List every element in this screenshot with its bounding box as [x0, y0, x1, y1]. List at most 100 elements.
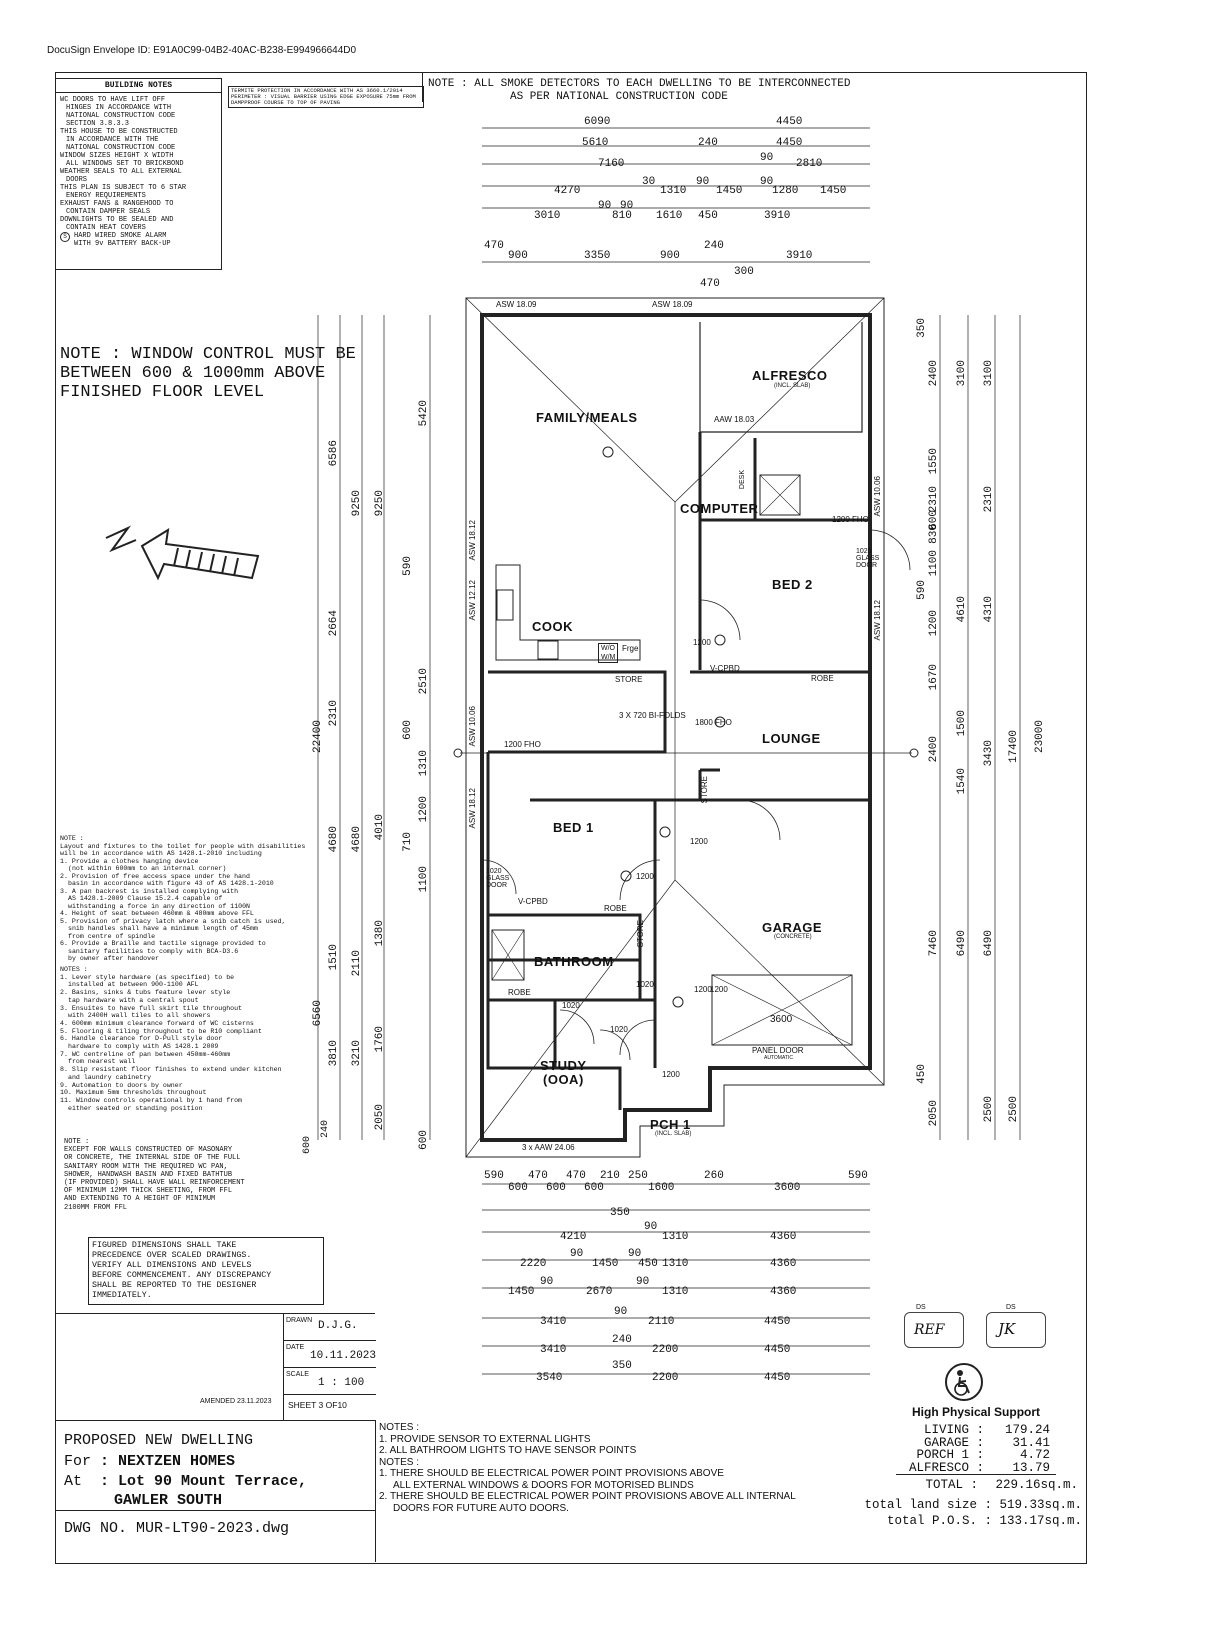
garage-door-label: PANEL DOOR — [752, 1046, 804, 1055]
smoke-alarm-icon — [714, 716, 726, 728]
window-tag: ASW 18.12 — [873, 600, 882, 641]
window-note-line: BETWEEN 600 & 1000mm ABOVE — [60, 364, 326, 383]
smoke-alarm-icon — [620, 870, 632, 882]
scale-cell: SCALE 1 : 100 — [284, 1367, 376, 1395]
dimension-value: 450 — [638, 1258, 658, 1270]
vcpbd-label: V-CPBD — [518, 897, 548, 906]
door-tag: 3600 — [770, 1014, 793, 1025]
bottom-notes: NOTES : 1. PROVIDE SENSOR TO EXTERNAL LI… — [379, 1422, 796, 1514]
project-title: PROPOSED NEW DWELLING — [64, 1432, 254, 1449]
dimension-value: 450 — [698, 210, 718, 222]
area-label: ALFRESCO : — [908, 1460, 984, 1475]
garage-door — [711, 974, 853, 1046]
building-note-line: ENERGY REQUIREMENTS — [66, 192, 146, 200]
dimension-value: 4610 — [956, 596, 968, 623]
store-label: STORE — [700, 776, 709, 804]
note-line: and laundry cabinetry — [68, 1073, 152, 1081]
note-line: VERIFY ALL DIMENSIONS AND LEVELS — [92, 1261, 252, 1270]
dimension-value: 3600 — [774, 1182, 801, 1194]
note-line: SHOWER, HANDWASH BASIN AND FIXED BATHTUB — [64, 1170, 233, 1179]
dimension-value: 1100 — [928, 550, 940, 577]
dimension-value: 90 — [598, 200, 612, 212]
title-block-meta: DRAWN D.J.G. DATE 10.11.2023 SCALE 1 : 1… — [283, 1313, 376, 1421]
dimension-value: 1450 — [508, 1286, 535, 1298]
area-value: 4.72 — [1019, 1448, 1050, 1462]
note-line: DOORS FOR FUTURE AUTO DOORS. — [393, 1502, 569, 1514]
dimension-value: 2310 — [983, 486, 995, 513]
dimension-value: 1500 — [956, 710, 968, 737]
note-line: NOTES : — [379, 1456, 420, 1468]
door-swing — [619, 1019, 656, 1056]
door-swing — [869, 529, 911, 571]
building-note-line: WC DOORS TO HAVE LIFT OFF — [60, 96, 166, 104]
initial-box: DS REF — [902, 1304, 966, 1348]
note-line: 2. Basins, sinks & tubs feature lever st… — [60, 989, 231, 997]
smoke-note-line-2: AS PER NATIONAL CONSTRUCTION CODE — [510, 91, 728, 103]
dimension-value: 830 — [928, 524, 940, 544]
dimension-value: 350 — [610, 1207, 630, 1219]
door-tag: 1020 — [562, 1001, 580, 1010]
dimension-value: 4680 — [351, 826, 363, 853]
smoke-alarm-icon — [672, 996, 684, 1008]
walls-note: NOTE : EXCEPT FOR WALLS CONSTRUCTED OF M… — [64, 1138, 245, 1212]
dimension-value: 1450 — [592, 1258, 619, 1270]
dimension-value: 810 — [612, 210, 632, 222]
note-line: 3. A pan backrest is installed complying… — [60, 887, 239, 895]
area-row: LIVING :179.24 — [896, 1424, 1082, 1437]
dimension-value: 2050 — [928, 1100, 940, 1127]
section-marker — [453, 748, 463, 758]
initial-text: REF — [914, 1322, 945, 1338]
dimension-value: 3100 — [956, 360, 968, 387]
door-tag: 1200 FHO — [504, 740, 541, 749]
building-note-line: S HARD WIRED SMOKE ALARM — [60, 232, 217, 242]
note-line: 5. Provision of privacy latch where a sn… — [60, 917, 286, 925]
smoke-alarm-icon — [602, 446, 614, 458]
dimension-value: 90 — [620, 200, 634, 212]
dimension-value: 3010 — [534, 210, 561, 222]
initial-frame — [904, 1312, 964, 1348]
room-label-porch: PCH 1 — [650, 1117, 691, 1132]
dimension-value: 4210 — [560, 1231, 587, 1243]
termite-note: TERMITE PROTECTION IN ACCORDANCE WITH AS… — [228, 86, 424, 108]
initial-frame — [986, 1312, 1046, 1348]
north-arrow-icon — [105, 525, 260, 581]
title-divider — [375, 1420, 376, 1562]
land-size-row: total land size : 519.33sq.m. — [864, 1497, 1082, 1513]
wo-label: W/O — [601, 645, 615, 652]
window-tag: 3 X 720 BI-FOLDS — [619, 711, 686, 720]
dimension-value: 470 — [700, 278, 720, 290]
room-sublabel-alfresco: (INCL. SLAB) — [774, 383, 811, 389]
shower — [759, 474, 801, 516]
dimension-value: 1540 — [956, 768, 968, 795]
support-level-label: High Physical Support — [912, 1405, 1041, 1419]
note-line: 4. 600mm minimum clearance forward of WC… — [60, 1019, 254, 1027]
dimension-value: 1310 — [662, 1286, 689, 1298]
dimension-value: 3910 — [764, 210, 791, 222]
dimension-value: 590 — [848, 1170, 868, 1182]
area-row: GARAGE :31.41 — [896, 1436, 1082, 1450]
dimension-value: 7160 — [598, 158, 625, 170]
note-line: 10. Maximum 5mm thresholds throughout — [60, 1089, 207, 1097]
dimension-value: 600 — [302, 1136, 313, 1155]
header-divider — [422, 72, 423, 102]
fridge-label: Frge — [622, 644, 639, 653]
window-note-line: FINISHED FLOOR LEVEL — [60, 383, 265, 402]
interior-wall — [653, 798, 870, 1068]
smoke-alarm-icon — [659, 826, 671, 838]
door-tag: 1020 — [636, 980, 654, 989]
dimension-value: 4450 — [764, 1372, 791, 1384]
note-line: SANITARY ROOM WITH THE REQUIRED WC PAN, — [64, 1162, 228, 1171]
dimension-value: 90 — [644, 1221, 658, 1233]
dimension-value: 5420 — [418, 400, 430, 427]
dimension-value: 900 — [508, 250, 528, 262]
note-line: tap hardware with a central spout — [68, 996, 199, 1004]
sink — [496, 589, 514, 621]
note-line: OF MINIMUM 12MM THICK SHEETING, FROM FFL — [64, 1187, 233, 1196]
note-line: by owner after handover — [68, 955, 160, 962]
window-tag: ASW 10.06 — [873, 476, 882, 517]
building-note-line: THIS PLAN IS SUBJECT TO 6 STAR — [60, 184, 187, 192]
vcpbd-label: V-CPBD — [710, 664, 740, 673]
note-line: Layout and fixtures to the toilet for pe… — [60, 842, 306, 850]
drawing-number: DWG NO. MUR-LT90-2023.dwg — [64, 1520, 290, 1537]
dimension-value: 710 — [402, 832, 414, 852]
